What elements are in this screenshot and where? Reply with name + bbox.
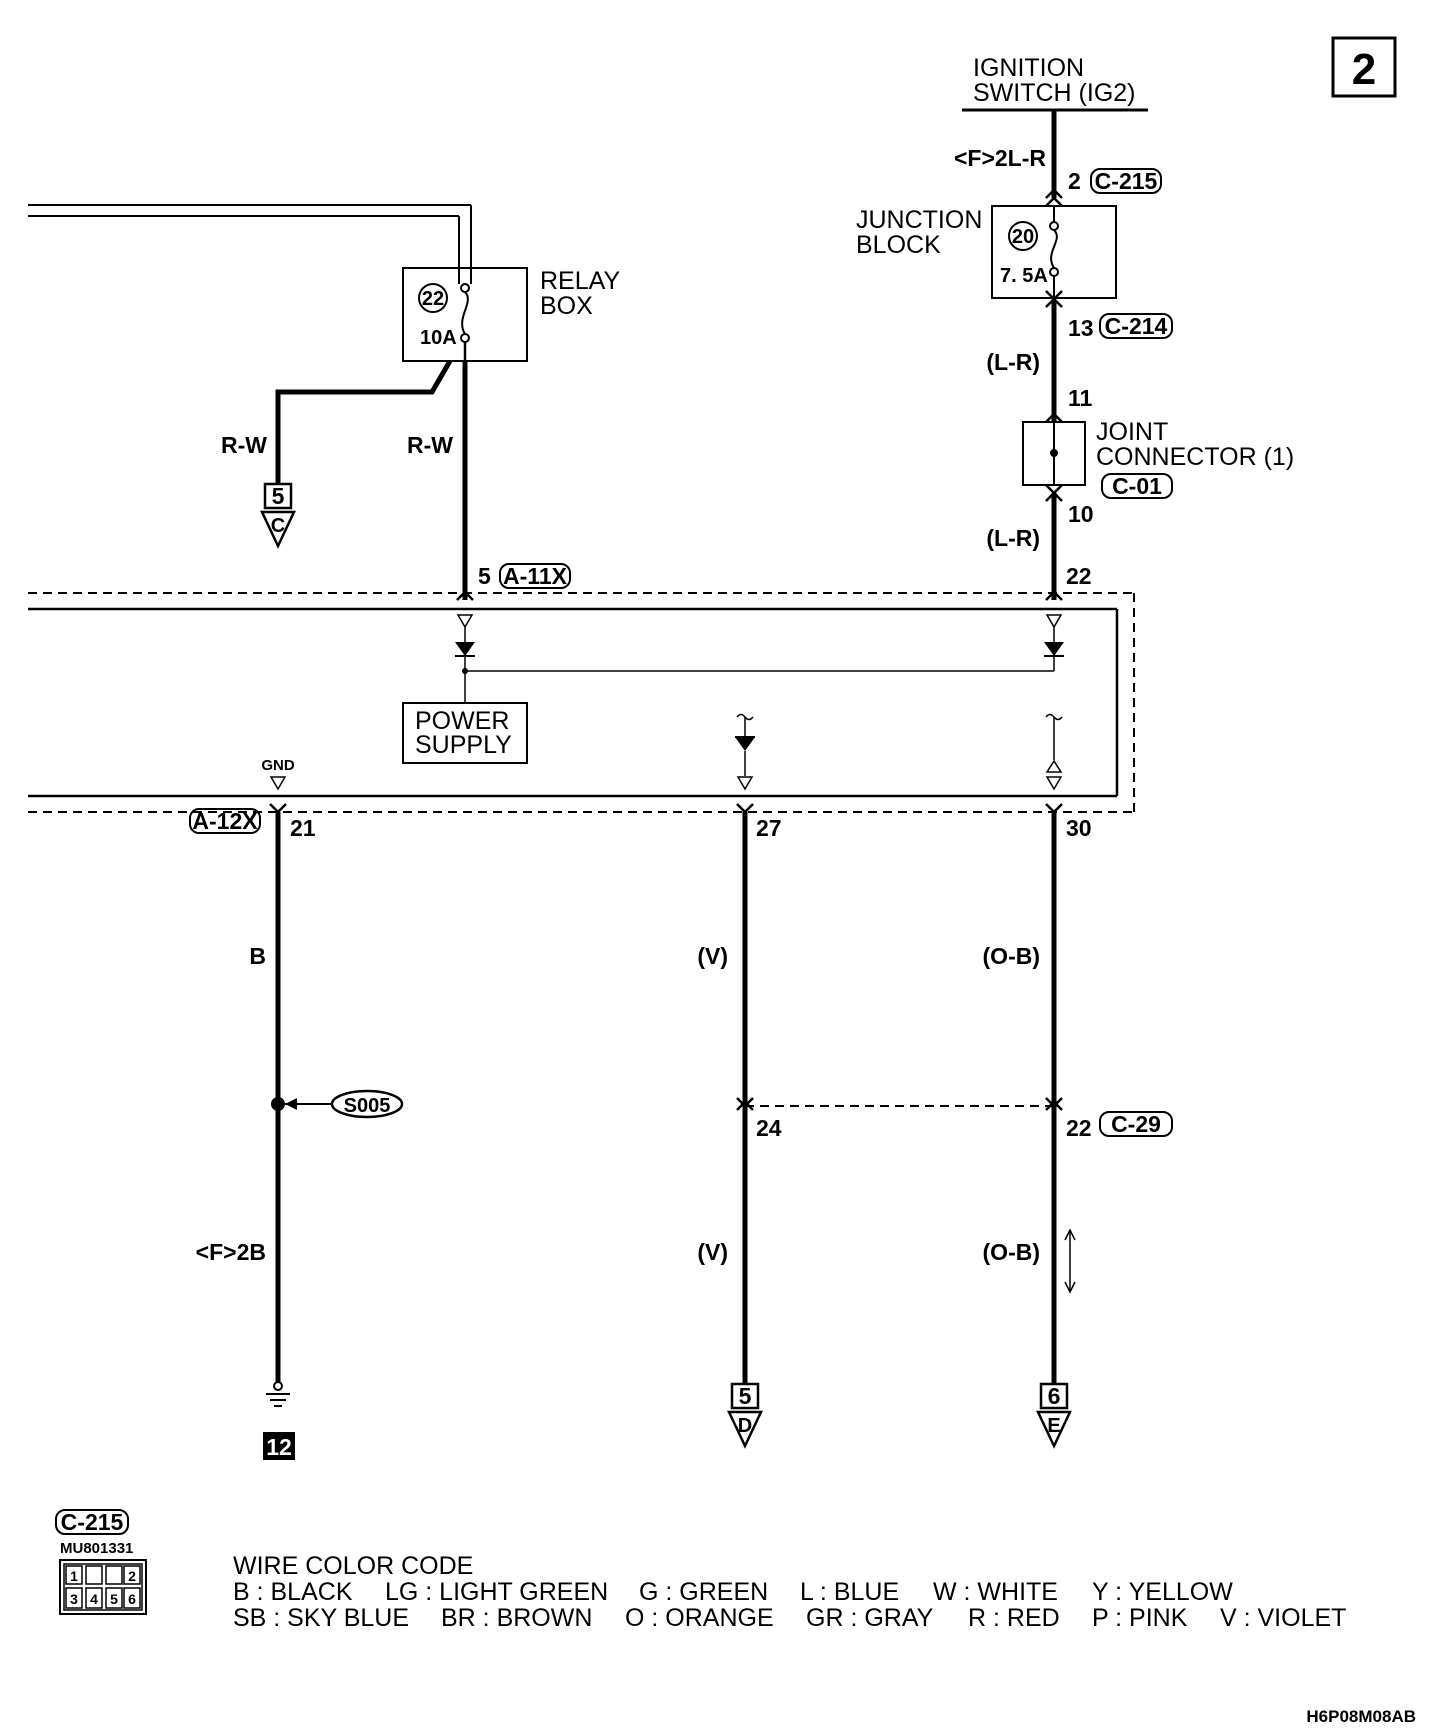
- connector-pin-1: 1: [70, 1568, 78, 1584]
- svg-text:5: 5: [272, 483, 285, 509]
- ignition-label-1: IGNITION: [973, 54, 1084, 82]
- connector-pin-2: 2: [128, 1568, 136, 1584]
- c29-pin: 22: [1066, 1115, 1092, 1141]
- page-number-box: 2: [1331, 36, 1397, 98]
- power-supply-label-1: POWER: [415, 707, 509, 735]
- connector-face-view: C-215 MU801331 1 2 3 4 5 6: [55, 1509, 147, 1615]
- color-code-title: WIRE COLOR CODE: [233, 1552, 473, 1580]
- a11x-pin: 5: [478, 563, 491, 589]
- color-code-l: L : BLUE: [800, 1578, 899, 1606]
- color-code-sb: SB : SKY BLUE: [233, 1604, 409, 1632]
- a11x-connector-tag: A-11X: [499, 563, 571, 589]
- svg-text:C-29: C-29: [1111, 1111, 1161, 1137]
- relay-fuse-rating: 10A: [420, 327, 457, 349]
- svg-text:D: D: [738, 1415, 752, 1437]
- wire-label-l-r-2: (L-R): [986, 525, 1040, 551]
- svg-text:C-215: C-215: [1095, 168, 1158, 194]
- color-code-p: P : PINK: [1092, 1604, 1188, 1632]
- junction-fuse-number: 20: [1012, 226, 1034, 248]
- ground-symbol: 12: [263, 1381, 295, 1460]
- wire-label-f2b: <F>2B: [196, 1239, 266, 1265]
- junction-label-2: BLOCK: [856, 231, 941, 259]
- color-code-o: O : ORANGE: [625, 1604, 774, 1632]
- junction-label-1: JUNCTION: [856, 206, 982, 234]
- color-code-br: BR : BROWN: [441, 1604, 592, 1632]
- page-number: 2: [1352, 45, 1376, 94]
- svg-text:C: C: [271, 515, 285, 537]
- connector-view-name: C-215: [61, 1509, 124, 1535]
- wire-color-legend: WIRE COLOR CODE B : BLACK LG : LIGHT GRE…: [233, 1552, 1346, 1632]
- wire-label-2l-r: <F>2L-R: [954, 145, 1046, 171]
- color-code-b: B : BLACK: [233, 1578, 353, 1606]
- wire-label-r-w-left: R-W: [221, 432, 267, 458]
- color-code-y: Y : YELLOW: [1092, 1578, 1233, 1606]
- wire-label-o-b-1: (O-B): [983, 943, 1040, 969]
- power-supply-label-2: SUPPLY: [415, 731, 512, 759]
- c214-connector-tag: C-214: [1099, 313, 1173, 339]
- connector-part-number: MU801331: [60, 1540, 133, 1557]
- relay-fuse-number: 22: [422, 288, 444, 310]
- connector-pin-5: 5: [110, 1591, 118, 1607]
- wire-label-b: B: [249, 943, 266, 969]
- svg-text:6: 6: [1048, 1383, 1061, 1409]
- junction-block: JUNCTION BLOCK 20 7. 5A: [856, 196, 1117, 301]
- offpage-connector-d: 5 D: [727, 1382, 763, 1449]
- joint-label-2: CONNECTOR (1): [1096, 443, 1294, 471]
- color-code-gr: GR : GRAY: [806, 1604, 934, 1632]
- relay-label-1: RELAY: [540, 267, 620, 295]
- joint-connector-tag: C-01: [1112, 473, 1162, 499]
- svg-text:5: 5: [739, 1383, 752, 1409]
- wire-label-v-2: (V): [697, 1239, 728, 1265]
- control-unit: POWER SUPPLY GND: [28, 592, 1135, 813]
- wire-label-v-1: (V): [697, 943, 728, 969]
- gnd-label: GND: [261, 757, 295, 774]
- bidirectional-arrow: [1064, 1228, 1076, 1294]
- pin-24: 24: [756, 1115, 782, 1141]
- connector-pin-6: 6: [128, 1591, 136, 1607]
- svg-text:E: E: [1047, 1415, 1060, 1437]
- a12x-pin: 21: [290, 815, 316, 841]
- c215-pin: 2: [1068, 168, 1081, 194]
- svg-text:A-12X: A-12X: [192, 808, 258, 834]
- wire-label-l-r-1: (L-R): [986, 349, 1040, 375]
- joint-label-1: JOINT: [1096, 418, 1168, 446]
- svg-text:S005: S005: [344, 1095, 391, 1117]
- pin-27: 27: [756, 815, 782, 841]
- color-code-v: V : VIOLET: [1220, 1604, 1346, 1632]
- c29-connector-tag: C-29: [1099, 1111, 1173, 1137]
- offpage-connector-c: 5 C: [260, 482, 296, 549]
- svg-text:C-214: C-214: [1105, 313, 1168, 339]
- wire-label-o-b-2: (O-B): [983, 1239, 1040, 1265]
- connector-pin-3: 3: [70, 1591, 78, 1607]
- splice-s005: S005: [330, 1089, 404, 1119]
- offpage-connector-e: 6 E: [1036, 1382, 1072, 1449]
- color-code-lg: LG : LIGHT GREEN: [385, 1578, 608, 1606]
- pin-30: 30: [1066, 815, 1092, 841]
- c214-pin: 13: [1068, 315, 1094, 341]
- ignition-label-2: SWITCH (IG2): [973, 79, 1136, 107]
- c215-connector-tag: C-215: [1090, 168, 1162, 194]
- relay-label-2: BOX: [540, 292, 593, 320]
- joint-connector: JOINT CONNECTOR (1) C-01: [1022, 418, 1294, 499]
- color-code-r: R : RED: [968, 1604, 1060, 1632]
- ground-number: 12: [266, 1434, 292, 1460]
- color-code-w: W : WHITE: [933, 1578, 1058, 1606]
- svg-text:A-11X: A-11X: [503, 563, 568, 589]
- junction-fuse-rating: 7. 5A: [1000, 265, 1048, 287]
- pin-22-top: 22: [1066, 563, 1092, 589]
- relay-box: 22 10A RELAY BOX: [28, 204, 620, 362]
- wire-label-r-w-right: R-W: [407, 432, 453, 458]
- color-code-g: G : GREEN: [639, 1578, 768, 1606]
- connector-pin-4: 4: [90, 1591, 98, 1607]
- a12x-connector-tag: A-12X: [189, 808, 261, 834]
- joint-pin-out: 10: [1068, 501, 1094, 527]
- joint-pin-in: 11: [1068, 385, 1093, 411]
- ignition-switch: IGNITION SWITCH (IG2): [962, 54, 1148, 112]
- drawing-id: H6P08M08AB: [1306, 1707, 1416, 1726]
